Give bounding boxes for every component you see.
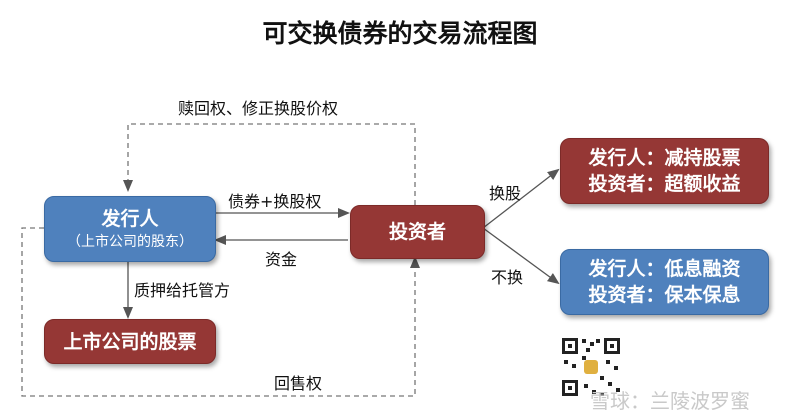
qr-code xyxy=(560,336,622,398)
issuer-label: 发行人 xyxy=(101,208,159,230)
redeem-label: 赎回权、修正换股价权 xyxy=(178,99,339,118)
noswap-result-line2: 投资者：保本保息 xyxy=(588,284,741,306)
bond-label: 债券+换股权 xyxy=(228,192,322,211)
noswap-arrow xyxy=(482,227,560,285)
noswap-label: 不换 xyxy=(491,268,524,287)
noswap-result-node: 发行人：低息融资 投资者：保本保息 xyxy=(560,249,769,315)
swap-result-node: 发行人：减持股票 投资者：超额收益 xyxy=(560,138,769,204)
funds-label: 资金 xyxy=(265,250,298,269)
putback-connector xyxy=(21,227,420,397)
pledged-stock-node: 上市公司的股票 xyxy=(44,319,216,364)
issuer-node: 发行人 （上市公司的股东） xyxy=(44,196,216,262)
noswap-result-line1: 发行人：低息融资 xyxy=(588,258,741,280)
diagram-title: 可交换债券的交易流程图 xyxy=(262,19,538,48)
putback-label: 回售权 xyxy=(274,374,323,393)
swap-result-line2: 投资者：超额收益 xyxy=(588,173,741,195)
pledge-label: 质押给托管方 xyxy=(134,281,231,300)
swap-arrow xyxy=(482,168,560,229)
pledged-stock-label: 上市公司的股票 xyxy=(63,330,197,353)
investor-label: 投资者 xyxy=(388,221,446,243)
issuer-sublabel: （上市公司的股东） xyxy=(67,234,193,250)
swap-result-line1: 发行人：减持股票 xyxy=(588,147,741,169)
watermark: 雪球：兰陵波罗蜜 xyxy=(590,389,750,413)
redeem-connector xyxy=(123,123,416,205)
swap-label: 换股 xyxy=(489,184,522,203)
investor-node: 投资者 xyxy=(350,205,485,259)
